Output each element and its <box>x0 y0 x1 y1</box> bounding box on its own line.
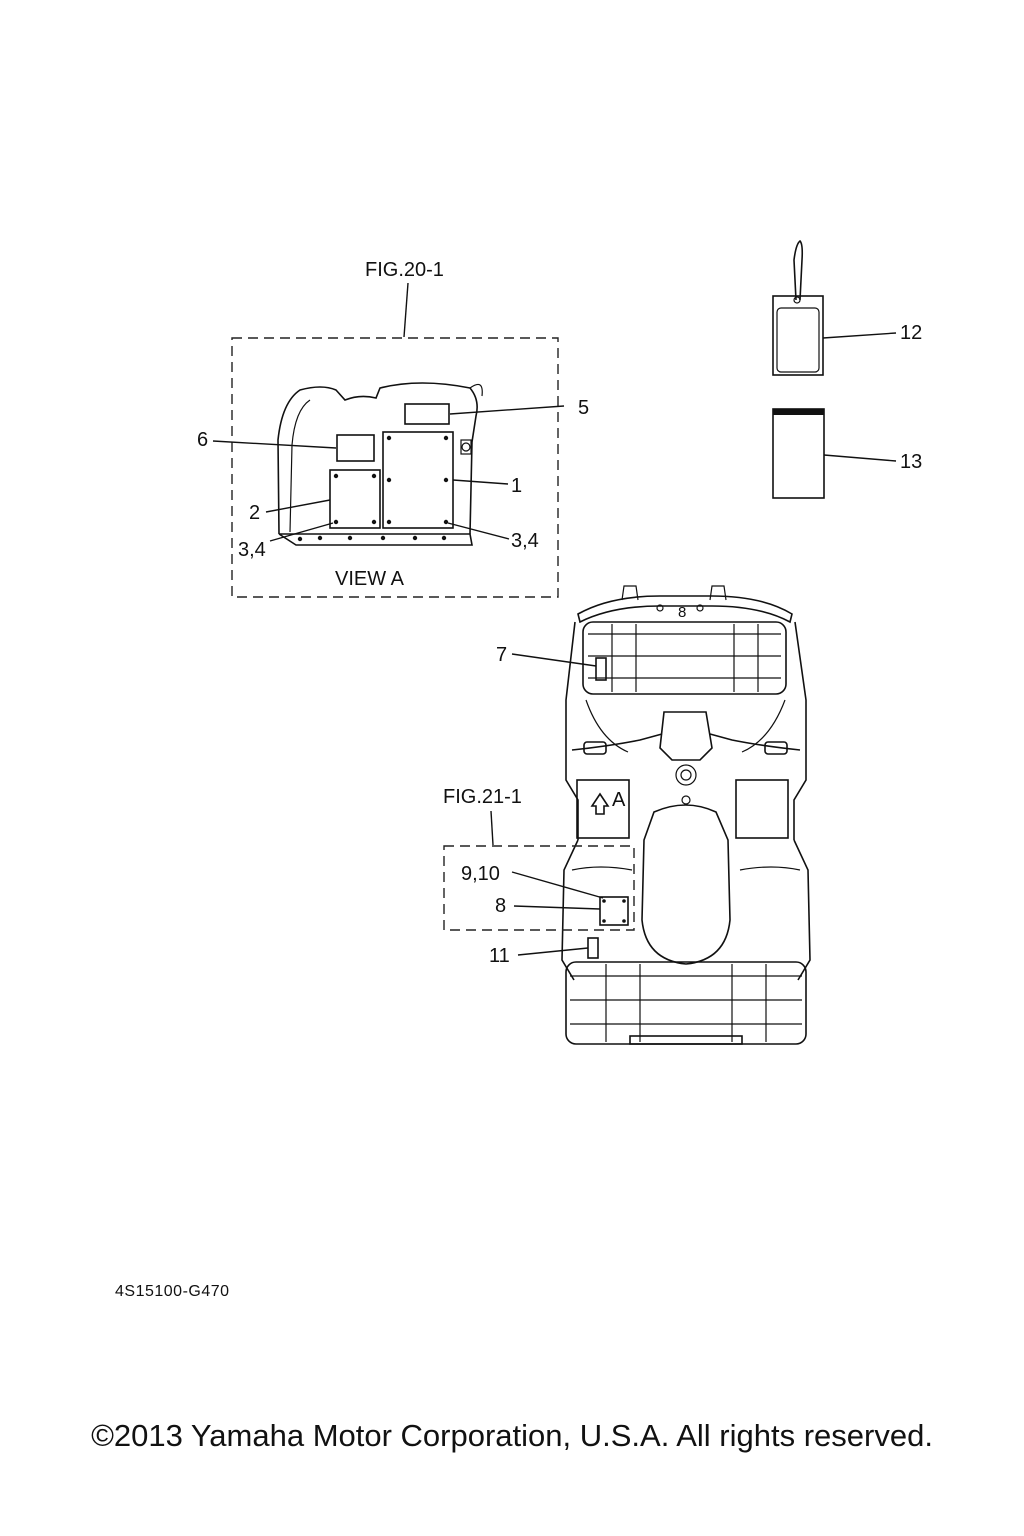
callout-3-4-left: 3,4 <box>238 539 266 561</box>
atv-top-view: 8 A <box>561 585 811 1045</box>
callout-8: 8 <box>495 895 506 917</box>
part-code: 4S15100-G470 <box>115 1283 230 1300</box>
view-a-arrow <box>590 792 610 815</box>
view-a-label: VIEW A <box>335 568 405 590</box>
svg-text:8: 8 <box>678 604 686 621</box>
callout-13: 13 <box>900 451 922 473</box>
fig-ref-view-a: FIG.20-1 <box>365 259 444 281</box>
callout-12: 12 <box>900 322 922 344</box>
label-8-plate <box>599 896 629 926</box>
view-a-arrow-label: A <box>612 789 626 811</box>
copyright-notice: ©2013 Yamaha Motor Corporation, U.S.A. A… <box>91 1418 933 1453</box>
callout-6: 6 <box>197 429 208 451</box>
manual-card: 13 <box>772 408 922 499</box>
label-7-sticker <box>595 657 607 681</box>
callout-11: 11 <box>489 945 510 967</box>
fig-21-1-inset: FIG.21-1 <box>443 786 635 931</box>
callout-2: 2 <box>249 502 260 524</box>
callout-3-4-right: 3,4 <box>511 530 539 552</box>
callout-1: 1 <box>511 475 522 497</box>
label-11-sticker <box>587 937 599 959</box>
callout-5: 5 <box>578 397 589 419</box>
label-6-sticker <box>336 434 375 462</box>
view-a-frame <box>231 337 559 598</box>
fig-ref-area: FIG.21-1 <box>443 786 522 808</box>
label-1-plate <box>382 431 454 529</box>
label-2-plate <box>329 469 381 529</box>
callout-7: 7 <box>496 644 507 666</box>
view-a-inset: FIG.20-1 <box>197 259 589 598</box>
hang-tag: 12 <box>772 239 922 376</box>
callout-9-10: 9,10 <box>461 863 500 885</box>
label-5-sticker <box>404 403 450 425</box>
